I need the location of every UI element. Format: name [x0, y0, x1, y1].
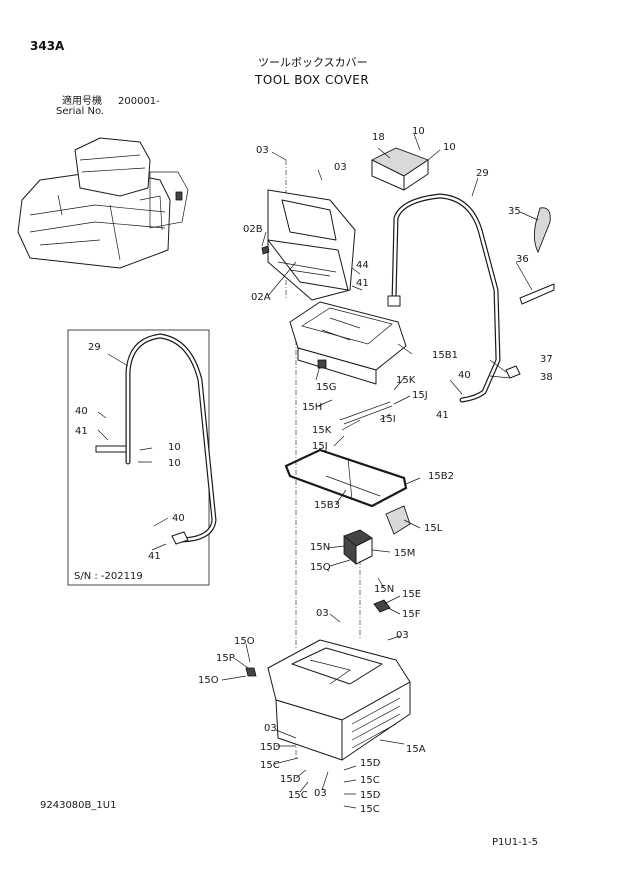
page-code: 343A [30, 39, 65, 53]
callout-15D-c: 15D [360, 758, 381, 769]
callout-15K-a: 15K [396, 375, 416, 386]
page-reference: P1U1-1-5 [492, 837, 538, 848]
inset-callout-40b: 40 [172, 513, 185, 524]
callout-03-c: 03 [316, 608, 329, 619]
callout-02B: 02B [243, 224, 263, 235]
inset-handrail [95, 333, 217, 545]
callout-15M: 15M [394, 548, 415, 559]
callout-03-b: 03 [334, 162, 347, 173]
callout-15N-b: 15N [374, 584, 394, 595]
callout-29: 29 [476, 168, 489, 179]
title-japanese: ツールボックスカバー [258, 56, 368, 69]
callout-15O-b: 15O [198, 675, 219, 686]
part-37-clip [505, 365, 521, 379]
callout-37: 37 [540, 354, 553, 365]
part-36-arm [519, 283, 555, 305]
serial-label-en: Serial No. [56, 106, 104, 117]
callout-10-a: 10 [412, 126, 425, 137]
callout-15D-d: 15D [360, 790, 381, 801]
inset-callout-10a: 10 [168, 442, 181, 453]
part-15L [385, 505, 411, 535]
inset-frame [67, 329, 210, 586]
inset-callout-10b: 10 [168, 458, 181, 469]
drawing-number: 9243080B_1U1 [40, 800, 116, 811]
callout-15O-a: 15O [234, 636, 255, 647]
callout-15B3: 15B3 [314, 500, 340, 511]
callout-15C-b: 15C [288, 790, 308, 801]
callout-03-e: 03 [264, 723, 277, 734]
part-15I-rod [339, 401, 393, 425]
callout-15F: 15F [402, 609, 421, 620]
callout-15L: 15L [424, 523, 443, 534]
inset-callout-29: 29 [88, 342, 101, 353]
callout-02A: 02A [251, 292, 271, 303]
callout-15H: 15H [302, 402, 322, 413]
callout-41-b: 41 [436, 410, 449, 421]
callout-38: 38 [540, 372, 553, 383]
machine-overview-sketch [17, 137, 189, 269]
callout-15C-c: 15C [360, 775, 380, 786]
callout-15K-b: 15K [312, 425, 332, 436]
callout-15Q: 15Q [310, 562, 331, 573]
inset-callout-40: 40 [75, 406, 88, 417]
callout-36: 36 [516, 254, 529, 265]
callout-18: 18 [372, 132, 385, 143]
callout-03-f: 03 [314, 788, 327, 799]
serial-label-jp: 適用号機 [62, 94, 102, 107]
callout-15J-b: 15J [312, 441, 328, 452]
inset-serial-note: S/N : -202119 [74, 571, 143, 582]
callout-15B2: 15B2 [428, 471, 454, 482]
part-15G [317, 359, 327, 369]
part-15F [373, 599, 391, 613]
callout-15I: 15I [380, 414, 396, 425]
callout-15N-a: 15N [310, 542, 330, 553]
part-18-block [370, 147, 429, 191]
part-15M-box [343, 529, 373, 565]
callout-10-b: 10 [443, 142, 456, 153]
tool-box-15A [245, 639, 411, 761]
serial-value: 200001- [118, 96, 160, 107]
callout-03-d: 03 [396, 630, 409, 641]
title-english: TOOL BOX COVER [254, 73, 369, 87]
callout-15E: 15E [402, 589, 421, 600]
inset-callout-41: 41 [75, 426, 88, 437]
callout-15B1: 15B1 [432, 350, 458, 361]
callout-03-a: 03 [256, 145, 269, 156]
callout-41-a: 41 [356, 278, 369, 289]
cover-15B1 [289, 301, 407, 385]
callout-44: 44 [356, 260, 369, 271]
inset-callout-41b: 41 [148, 551, 161, 562]
part-35-bracket [533, 207, 551, 254]
handrail-29 [387, 193, 501, 403]
cover-panel-02 [261, 189, 356, 301]
callout-15D-a: 15D [260, 742, 281, 753]
callout-15D-b: 15D [280, 774, 301, 785]
callout-15C-a: 15C [260, 760, 280, 771]
seal-15B2 [284, 448, 408, 508]
callout-15J-a: 15J [412, 390, 428, 401]
callout-35: 35 [508, 206, 521, 217]
callout-15A: 15A [406, 744, 426, 755]
callout-15P: 15P [216, 653, 235, 664]
callout-15C-d: 15C [360, 804, 380, 815]
callout-15G: 15G [316, 382, 336, 393]
callout-40: 40 [458, 370, 471, 381]
